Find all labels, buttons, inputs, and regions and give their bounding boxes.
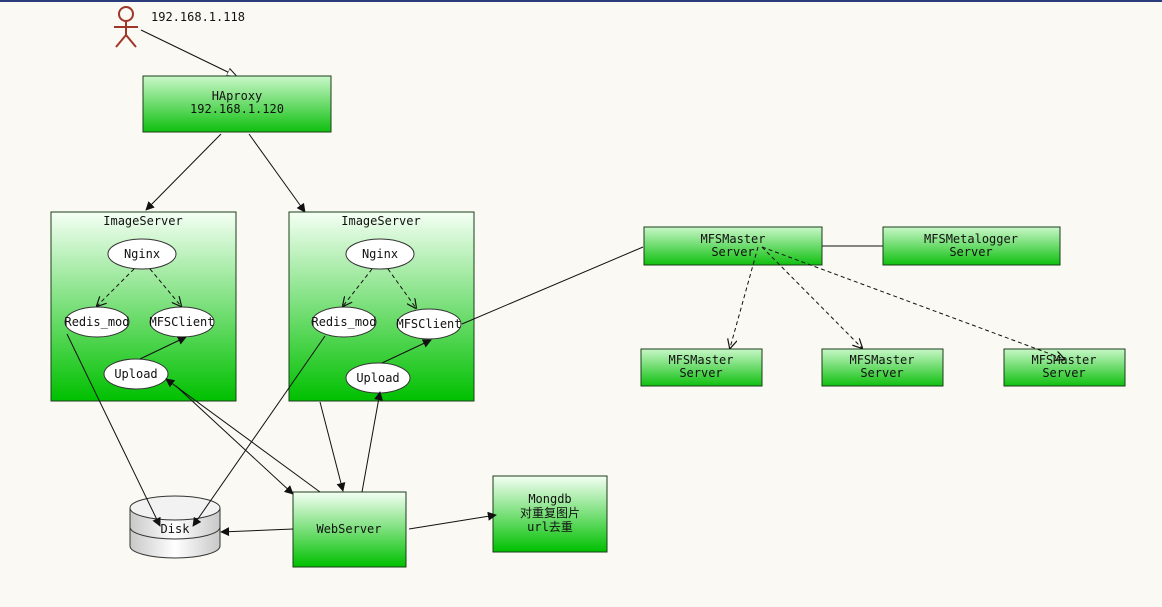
upload-label: Upload	[356, 371, 399, 385]
mfs-chunk-line2: Server	[679, 366, 722, 380]
mfs-chunk-line2: Server	[1042, 366, 1085, 380]
upload-node[interactable]	[103, 358, 169, 390]
mfs-master-node[interactable]: MFSMaster Server	[643, 226, 823, 266]
edge-webserver-upload2	[361, 391, 383, 493]
edge-imageserver2-webserver	[319, 401, 346, 492]
person-icon	[114, 6, 138, 48]
disk-node[interactable]: Disk	[129, 495, 221, 559]
nginx-node[interactable]	[107, 238, 177, 270]
edge-upload1-webserver	[175, 385, 294, 495]
mongodb-line3: url去重	[527, 520, 573, 534]
client-ip: 192.168.1.118	[151, 10, 245, 24]
upload-label: Upload	[114, 367, 157, 381]
webserver-node[interactable]: WebServer	[292, 491, 407, 568]
disk-label: Disk	[161, 522, 191, 536]
mfsclient-label: MFSClient	[396, 317, 461, 331]
mfs-chunk-line1: MFSMaster	[668, 353, 733, 367]
webserver-label: WebServer	[316, 522, 381, 536]
mongodb-line1: Mongdb	[528, 492, 571, 506]
mfs-chunk-line2: Server	[860, 366, 903, 380]
image-server-title: ImageServer	[341, 214, 420, 228]
mfs-master-line1: MFSMaster	[700, 232, 765, 246]
edge-nginx-redis	[343, 268, 373, 306]
edge-master-chunk-2	[761, 246, 862, 348]
edge-nginx-mfsclient	[149, 268, 181, 306]
mfs-metalogger-line2: Server	[949, 245, 992, 259]
mfs-metalogger-node[interactable]: MFSMetalogger Server	[882, 226, 1061, 266]
edge-master-chunk-1	[730, 246, 759, 348]
mfs-chunk-node-1[interactable]: MFSMaster Server	[640, 348, 763, 387]
edge-webserver-disk	[220, 527, 294, 537]
haproxy-name: HAproxy	[212, 89, 263, 103]
haproxy-node[interactable]: HAproxy 192.168.1.120	[142, 75, 332, 133]
mongodb-node[interactable]: Mongdb 对重复图片 url去重	[492, 475, 608, 553]
edge-mfsclient-mfsmaster	[461, 246, 644, 325]
edge-haproxy-imageserver-2	[248, 133, 306, 213]
image-server-1[interactable]: ImageServer Nginx Redis_mod MFSClient Up…	[50, 211, 237, 402]
haproxy-ip: 192.168.1.120	[190, 102, 284, 116]
edge-nginx-redis	[97, 268, 135, 306]
edge-nginx-mfsclient	[387, 268, 416, 308]
mfsclient-node[interactable]	[396, 308, 462, 340]
mfs-chunk-line1: MFSMaster	[849, 353, 914, 367]
edge-redis1-disk	[66, 333, 161, 527]
edge-client-haproxy	[140, 29, 236, 76]
edge-haproxy-imageserver-1	[145, 133, 222, 211]
nginx-label: Nginx	[124, 247, 160, 261]
edge-upload-mfsclient	[381, 339, 432, 364]
mfsclient-label: MFSClient	[149, 315, 214, 329]
mongodb-line2: 对重复图片	[520, 506, 580, 520]
edge-webserver-mongodb	[408, 511, 497, 530]
mfs-chunk-line1: MFSMaster	[1031, 353, 1096, 367]
mfs-metalogger-line1: MFSMetalogger	[924, 232, 1018, 246]
mfs-chunk-node-3[interactable]: MFSMaster Server	[1003, 348, 1126, 387]
image-server-title: ImageServer	[103, 214, 182, 228]
redis-mod-label: Redis_mod	[64, 315, 129, 329]
edge-redis2-disk	[192, 335, 326, 527]
mfs-master-line2: Server	[711, 245, 754, 259]
nginx-node[interactable]	[345, 238, 415, 270]
edge-upload-mfsclient	[139, 336, 187, 360]
nginx-label: Nginx	[362, 247, 398, 261]
redis-mod-label: Redis_mod	[311, 315, 376, 329]
mfs-chunk-node-2[interactable]: MFSMaster Server	[821, 348, 944, 387]
image-server-2[interactable]: ImageServer Nginx Redis_mod MFSClient Up…	[288, 211, 475, 402]
edge-master-chunk-3	[761, 246, 1064, 359]
edge-webserver-upload1	[165, 378, 321, 493]
